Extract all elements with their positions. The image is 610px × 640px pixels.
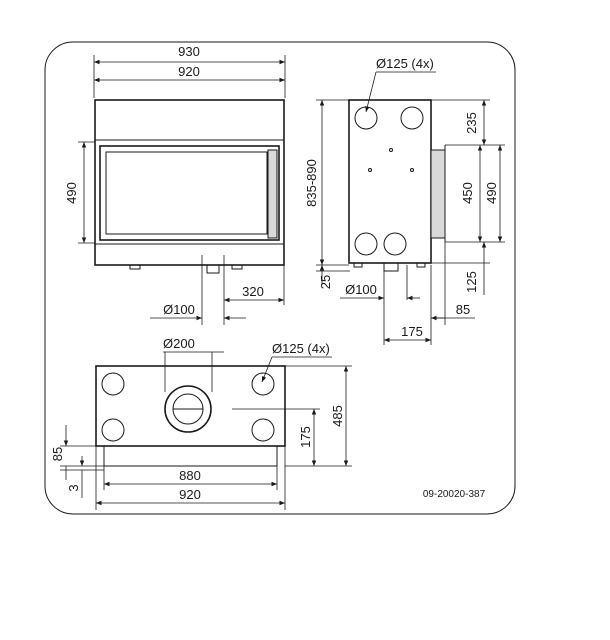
dim-25: 25	[318, 275, 333, 289]
dim-920: 920	[178, 64, 200, 79]
dim-320: 320	[242, 284, 264, 299]
dim-d100-front: Ø100	[163, 302, 195, 317]
dim-175-side: 175	[401, 324, 423, 339]
drawing-number: 09-20020-387	[423, 489, 486, 500]
dim-880: 880	[179, 468, 201, 483]
dim-450: 450	[460, 182, 475, 204]
top-view: Ø200 Ø125 (4x) 485 175 85	[50, 336, 352, 510]
dim-125: 125	[464, 271, 479, 293]
front-view: 930 920 490 320 Ø100	[64, 44, 286, 325]
dim-490: 490	[64, 182, 79, 204]
dim-485: 485	[330, 405, 345, 427]
dim-d200: Ø200	[163, 336, 195, 351]
dim-920-top: 920	[179, 487, 201, 502]
dim-490-side: 490	[484, 182, 499, 204]
dim-85-top: 85	[50, 447, 65, 461]
dim-d125-side: Ø125 (4x)	[376, 56, 434, 71]
dim-85-side: 85	[456, 302, 470, 317]
dim-3: 3	[66, 484, 81, 491]
dim-d100-side: Ø100	[345, 282, 377, 297]
dim-175-top: 175	[298, 426, 313, 448]
dim-835-890: 835-890	[304, 159, 319, 207]
dim-d125-top: Ø125 (4x)	[272, 341, 330, 356]
side-view: Ø125 (4x) 835-890 25 235	[304, 56, 505, 345]
dim-930: 930	[178, 44, 200, 59]
dim-235: 235	[464, 112, 479, 134]
drawing-frame	[44, 41, 516, 515]
